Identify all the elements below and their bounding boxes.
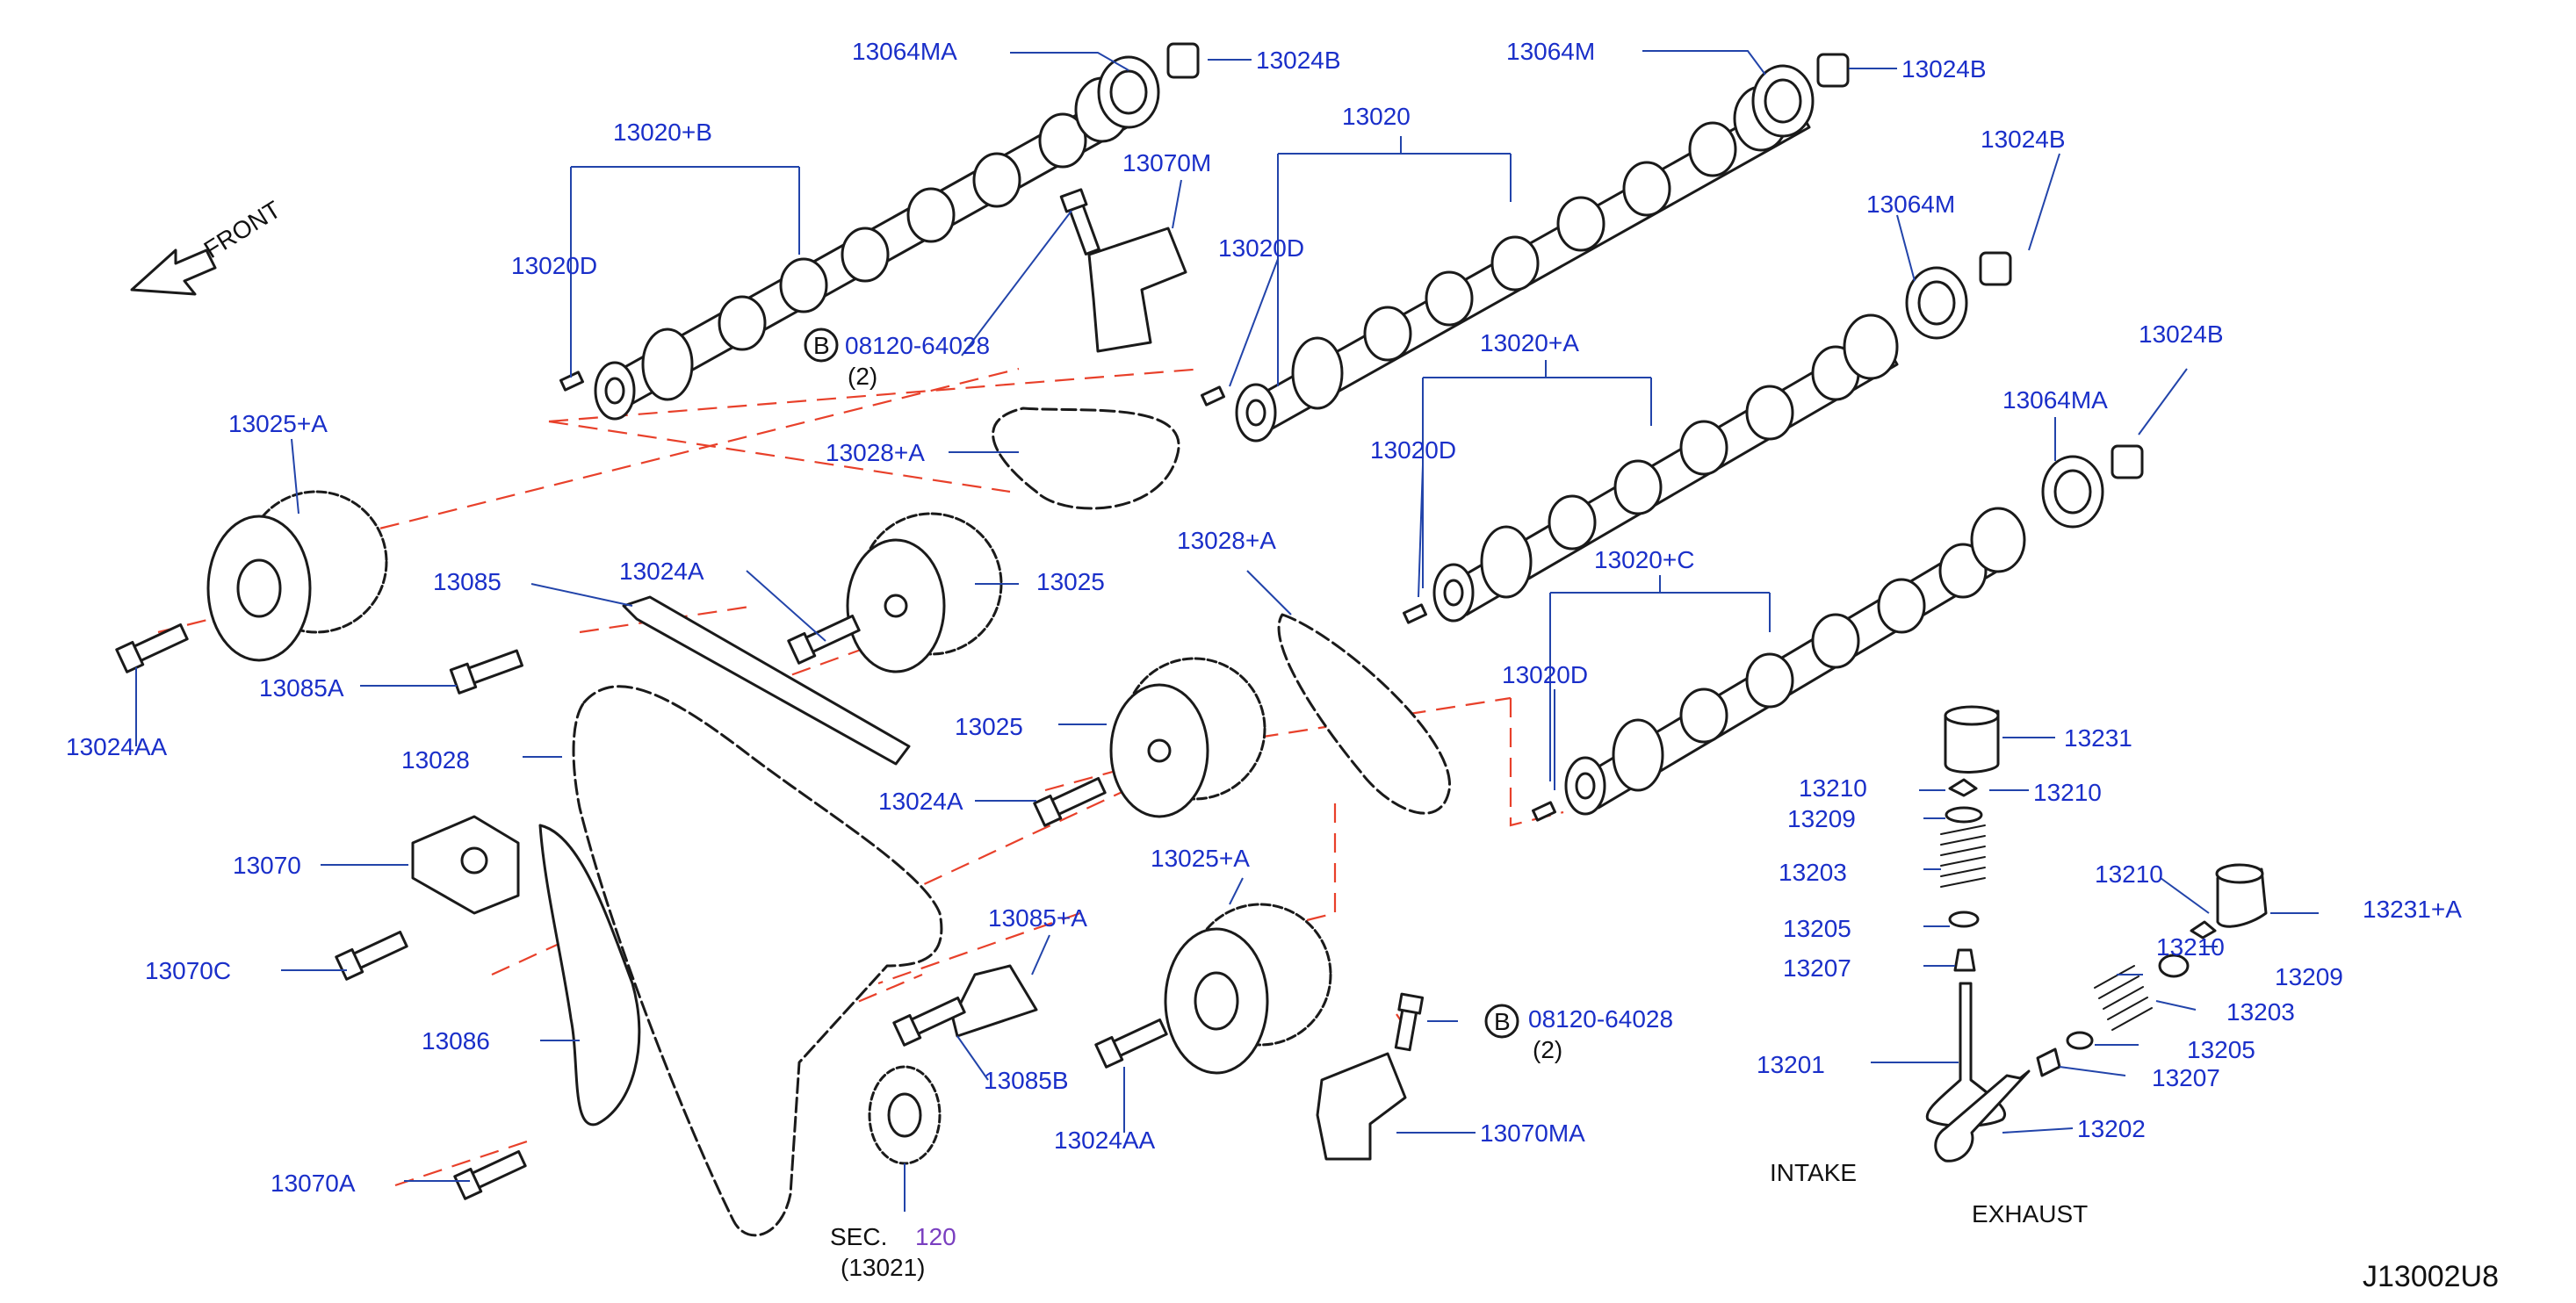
sprocket-13025-upper — [846, 512, 1003, 673]
callout-13086[interactable]: 13086 — [422, 1027, 490, 1055]
bolt-ref-symbol-letter-2: B — [1494, 1008, 1511, 1035]
callout-13028[interactable]: 13028 — [401, 746, 470, 774]
tensioner-13070-m — [1087, 227, 1187, 353]
callout-13085-a-plus[interactable]: 13085+A — [988, 904, 1087, 932]
callout-08120-qty-2: (2) — [1533, 1036, 1562, 1063]
callout-13020-a[interactable]: 13020+A — [1480, 329, 1579, 356]
sprocket-13025-a-lower — [1164, 903, 1332, 1075]
callout-13024b-right-1[interactable]: 13024B — [1981, 126, 2066, 153]
callout-13231-a[interactable]: 13231+A — [2363, 896, 2462, 923]
callout-13210-1[interactable]: 13210 — [1799, 774, 1867, 802]
leader-lines — [135, 50, 2319, 1212]
callout-13085b[interactable]: 13085B — [984, 1067, 1069, 1094]
callout-13025-lower[interactable]: 13025 — [955, 713, 1023, 740]
front-arrow-icon — [130, 248, 217, 296]
bolt-ref-symbol-2 — [1484, 1004, 1519, 1039]
section-link-120[interactable]: 120 — [915, 1223, 956, 1250]
camshaft-13020 — [1235, 85, 1811, 443]
callout-13025-a-lower[interactable]: 13025+A — [1151, 845, 1250, 872]
callout-13028-a-upper[interactable]: 13028+A — [826, 439, 925, 466]
exhaust-label: EXHAUST — [1972, 1200, 2088, 1227]
chain-guide-13086 — [538, 824, 641, 1127]
callout-13203-1[interactable]: 13203 — [1779, 859, 1847, 886]
callout-13210-2[interactable]: 13210 — [2033, 779, 2102, 806]
callout-13020-c[interactable]: 13020+C — [1594, 546, 1694, 573]
secondary-chain-13028-a-lower — [1277, 613, 1451, 815]
callout-13070m[interactable]: 13070M — [1122, 149, 1211, 176]
callout-13070a[interactable]: 13070A — [271, 1170, 356, 1197]
callout-13020[interactable]: 13020 — [1342, 103, 1411, 130]
intake-label: INTAKE — [1770, 1159, 1857, 1186]
callout-13020-b[interactable]: 13020+B — [613, 119, 712, 146]
callout-13209-2[interactable]: 13209 — [2275, 963, 2343, 990]
callout-13209-1[interactable]: 13209 — [1787, 805, 1856, 832]
callout-13231[interactable]: 13231 — [2064, 724, 2132, 752]
callout-labels: 13064MA 13024B 13064M 13024B 13020+B 130… — [66, 38, 2499, 1293]
callout-13025-a-upper[interactable]: 13025+A — [228, 410, 328, 437]
callout-13064ma-right[interactable]: 13064MA — [2002, 386, 2108, 414]
section-ref: (13021) — [841, 1254, 926, 1281]
chain-tensioner-13070 — [411, 815, 520, 915]
phantom-lines — [157, 367, 1564, 1187]
callout-13025-upper[interactable]: 13025 — [1036, 568, 1105, 595]
callout-08120-qty-1: (2) — [848, 363, 877, 390]
callout-13202[interactable]: 13202 — [2077, 1115, 2146, 1142]
sprocket-13025-lower — [1109, 657, 1266, 818]
callout-13085[interactable]: 13085 — [433, 568, 501, 595]
callout-13020d-1[interactable]: 13020D — [511, 252, 597, 279]
cam-seals-and-plugs — [1097, 42, 2144, 529]
crank-sprocket — [868, 1065, 942, 1165]
intake-valve-assembly — [1925, 705, 2006, 1127]
chain-guide-13085-a-plus — [951, 964, 1038, 1038]
bolts — [115, 188, 1425, 1200]
sprocket-13025-a-upper — [206, 490, 388, 662]
front-label: FRONT — [199, 196, 285, 263]
callout-13020d-3[interactable]: 13020D — [1370, 436, 1456, 464]
callout-13020d-2[interactable]: 13020D — [1218, 234, 1304, 262]
callout-13064m-top[interactable]: 13064M — [1506, 38, 1595, 65]
callout-13205-1[interactable]: 13205 — [1783, 915, 1851, 942]
callout-13024b-right-2[interactable]: 13024B — [2139, 320, 2224, 348]
callout-13203-2[interactable]: 13203 — [2226, 998, 2295, 1026]
callout-13207-1[interactable]: 13207 — [1783, 954, 1851, 982]
callout-13024aa-1[interactable]: 13024AA — [66, 733, 168, 760]
callout-13028-a-lower[interactable]: 13028+A — [1177, 527, 1276, 554]
callout-13024b-top-2[interactable]: 13024B — [1901, 55, 1987, 83]
callout-13024aa-2[interactable]: 13024AA — [1054, 1127, 1156, 1154]
callout-13207-2[interactable]: 13207 — [2152, 1064, 2220, 1091]
exhaust-valve-assembly — [1934, 863, 2268, 1163]
callout-13210-4[interactable]: 13210 — [2156, 933, 2225, 961]
callout-13205-2[interactable]: 13205 — [2187, 1036, 2255, 1063]
callout-08120-64028-1[interactable]: 08120-64028 — [845, 332, 990, 359]
callout-13070c[interactable]: 13070C — [145, 957, 231, 984]
bolt-ref-symbol-letter-1: B — [813, 332, 830, 359]
camshaft-13020-b — [594, 76, 1152, 421]
callout-13024a-2[interactable]: 13024A — [878, 788, 963, 815]
diagram-code: J13002U8 — [2363, 1260, 2499, 1293]
callout-08120-64028-2[interactable]: 08120-64028 — [1528, 1005, 1673, 1033]
callout-13064ma-top[interactable]: 13064MA — [852, 38, 957, 65]
bolt-ref-symbol-1 — [804, 328, 839, 363]
callout-13024a-1[interactable]: 13024A — [619, 558, 704, 585]
callout-13070[interactable]: 13070 — [233, 852, 301, 879]
dowel-pins — [559, 371, 1557, 822]
callout-13024b-top-1[interactable]: 13024B — [1256, 47, 1341, 74]
callout-13064m-right[interactable]: 13064M — [1866, 191, 1955, 218]
callout-13020d-4[interactable]: 13020D — [1502, 661, 1588, 688]
camshaft-13020-a — [1432, 313, 1899, 623]
callout-13210-3[interactable]: 13210 — [2095, 860, 2163, 888]
chain-guide-13085 — [622, 595, 911, 766]
callout-13201[interactable]: 13201 — [1757, 1051, 1825, 1078]
camshaft-13020-c — [1564, 507, 2026, 816]
primary-chain-13028 — [572, 685, 943, 1237]
tensioner-13070-ma — [1316, 1052, 1407, 1161]
callout-13070ma[interactable]: 13070MA — [1480, 1119, 1585, 1147]
secondary-chain-13028-a-upper — [992, 407, 1180, 510]
section-prefix: SEC. — [830, 1223, 887, 1250]
callout-13085a[interactable]: 13085A — [259, 674, 344, 702]
